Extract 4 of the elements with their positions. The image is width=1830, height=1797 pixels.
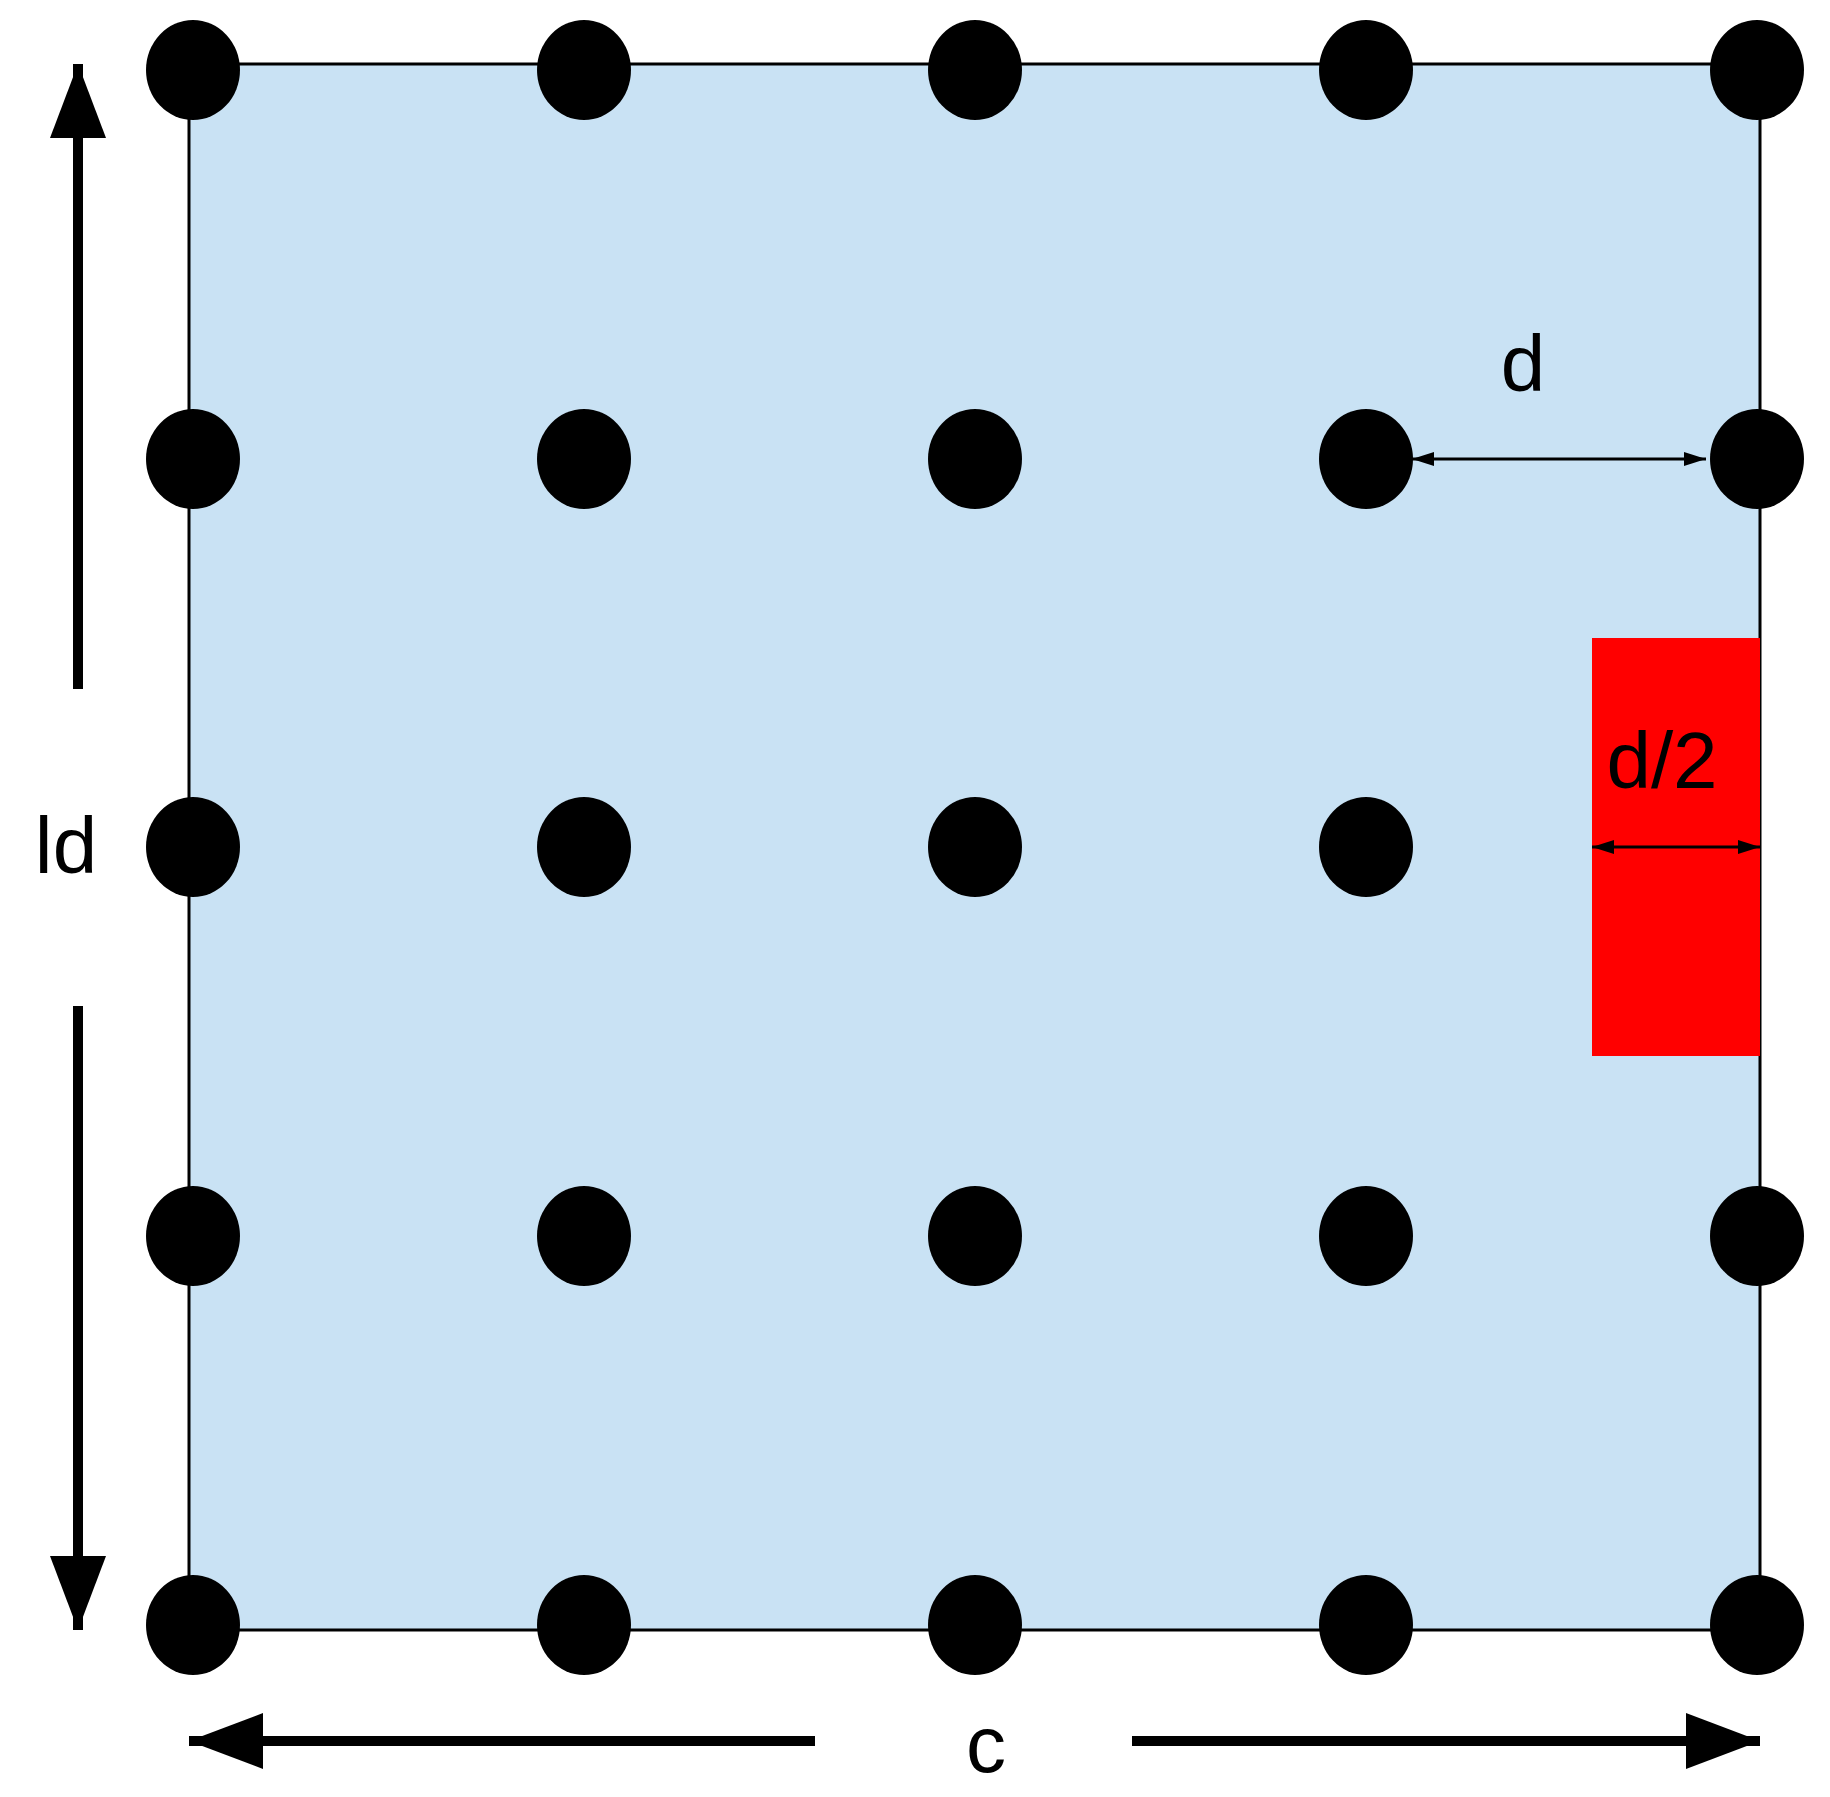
dimension-label: c	[966, 1705, 1006, 1785]
dimension-label: d/2	[1606, 721, 1718, 801]
dimension-label: ld	[34, 806, 98, 886]
dimension-label: d	[1500, 324, 1546, 404]
